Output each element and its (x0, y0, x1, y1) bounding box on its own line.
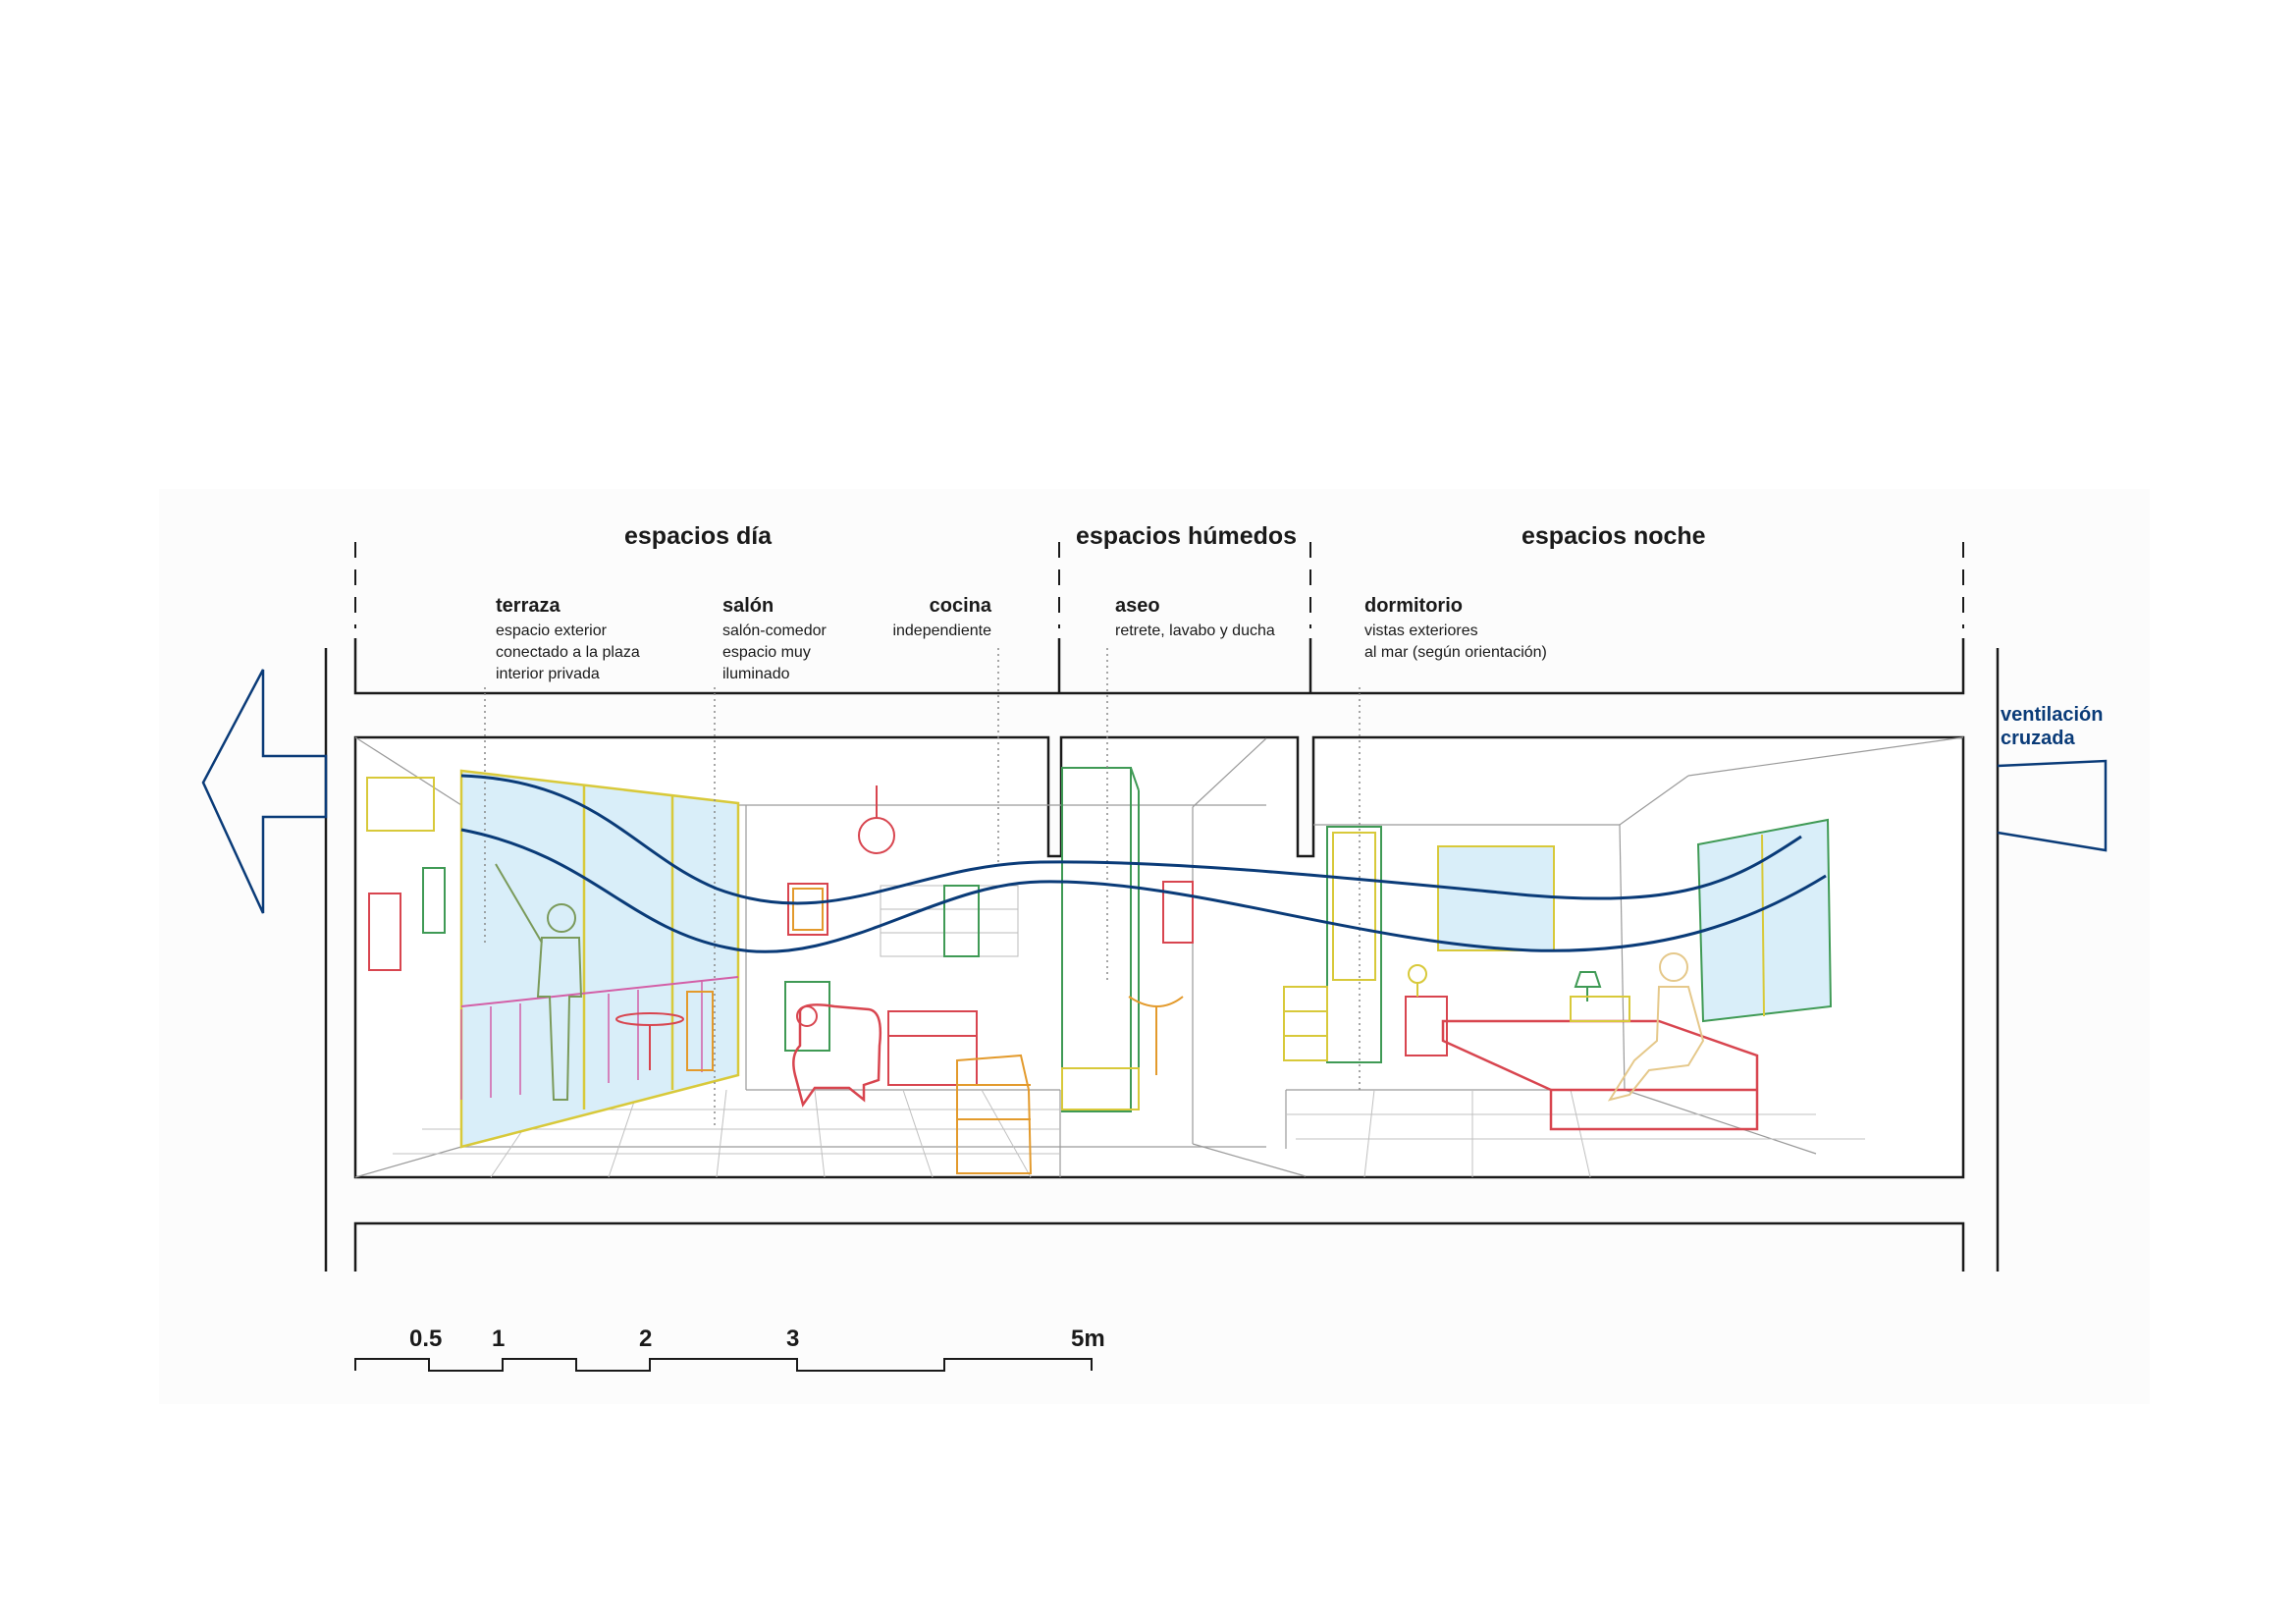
bedroom-corner-glazing (1696, 818, 1833, 1023)
section-outline (353, 735, 1965, 1179)
scale-bar (354, 1358, 1093, 1372)
room-name: dormitorio (1364, 595, 1463, 617)
ventilation-label: ventilación cruzada (2001, 703, 2103, 750)
scale-label: 3 (786, 1326, 800, 1352)
scale-label: 5m (1071, 1326, 1105, 1352)
room-description-line: espacio muy (722, 644, 811, 661)
room-label-dormitorio: dormitorio vistas exteriores al mar (seg… (1364, 595, 1547, 664)
leader-lines (484, 648, 1361, 1129)
zone-header-bracket (353, 638, 1965, 695)
room-description-line: espacio exterior (496, 623, 607, 639)
bed (1405, 964, 1759, 1131)
room-description-line: salón-comedor (722, 623, 827, 639)
zone-title-night: espacios noche (1522, 522, 1706, 550)
room-name: aseo (1115, 595, 1160, 617)
room-description-line: retrete, lavabo y ducha (1115, 623, 1275, 639)
ventilation-flow-lines (460, 774, 1827, 953)
wardrobe (1283, 826, 1382, 1063)
person-seated-figure (1607, 952, 1705, 1102)
ventilation-inflow-shape (1997, 759, 2108, 852)
armchair (792, 1003, 882, 1108)
room-description-line: al mar (según orientación) (1364, 644, 1547, 661)
scale-label: 0.5 (409, 1326, 443, 1352)
room-label-aseo: aseo retrete, lavabo y ducha (1115, 595, 1275, 642)
scale-label: 1 (492, 1326, 506, 1352)
person-standing-figure (495, 863, 583, 1101)
scale-label: 2 (639, 1326, 653, 1352)
room-label-salon: salón salón-comedor espacio muy iluminad… (722, 595, 827, 685)
terrace-table (615, 991, 714, 1071)
ventilation-exit-arrow (201, 669, 328, 914)
kitchen-area (784, 785, 1019, 1086)
room-name: salón (722, 595, 774, 617)
zone-title-wet: espacios húmedos (1076, 522, 1298, 550)
wall-frames (366, 777, 446, 971)
room-description-line: iluminado (722, 666, 790, 682)
zone-title-day: espacios día (624, 522, 773, 550)
facade-lines (324, 648, 2000, 1272)
sofa (956, 1054, 1033, 1174)
room-description-line: vistas exteriores (1364, 623, 1478, 639)
zone-header-dashes (354, 542, 1964, 628)
room-description-line: independiente (892, 623, 991, 639)
room-name: cocina (929, 595, 991, 617)
terrace-glazing (459, 769, 740, 1149)
ventilation-label-line: cruzada (2001, 728, 2075, 749)
room-name: terraza (496, 595, 561, 617)
room-description-line: interior privada (496, 666, 600, 682)
room-description-line: conectado a la plaza (496, 644, 640, 661)
room-label-cocina: cocina independiente (881, 595, 991, 642)
bedroom-window (1437, 845, 1555, 951)
ventilation-label-line: ventilación (2001, 704, 2104, 726)
lower-slab (353, 1221, 1965, 1272)
room-perspective-lines (354, 736, 1964, 1178)
room-label-terraza: terraza espacio exterior conectado a la … (496, 595, 640, 685)
bathroom-area (1061, 767, 1194, 1112)
